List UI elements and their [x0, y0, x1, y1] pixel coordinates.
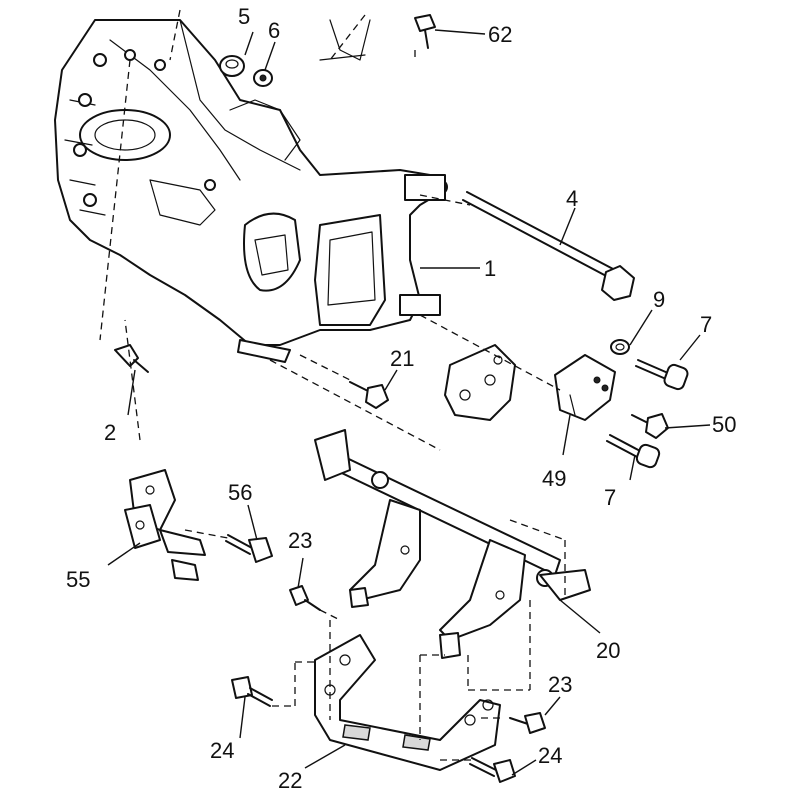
bolt-50 [631, 413, 669, 439]
screw-62 [414, 14, 436, 49]
collar-5 [219, 55, 245, 77]
main-frame [54, 19, 448, 363]
callout-20: 20 [596, 638, 620, 663]
cushion-49 [554, 354, 616, 421]
callout-24-right: 24 [538, 743, 562, 768]
bar-20 [314, 429, 591, 601]
callout-24-left: 24 [210, 738, 234, 763]
stay-22 [314, 634, 501, 771]
leader-lines [107, 29, 711, 776]
callout-7-upper: 7 [700, 312, 712, 337]
bolt-23-left [289, 585, 321, 611]
bolt-2 [114, 344, 149, 373]
callout-4: 4 [566, 186, 578, 211]
callout-23-right: 23 [548, 672, 572, 697]
bolt-7-lower [606, 434, 661, 469]
callout-5: 5 [238, 4, 250, 29]
callout-55: 55 [66, 567, 90, 592]
callout-23-left: 23 [288, 528, 312, 553]
callout-21: 21 [390, 346, 414, 371]
bolt-21 [349, 381, 389, 409]
callout-22: 22 [278, 768, 302, 793]
bolt-56 [225, 534, 273, 563]
bolt-24-right [469, 757, 516, 783]
bracket-left-lower [349, 499, 421, 608]
bolt-4 [462, 191, 635, 301]
callout-7-lower: 7 [604, 485, 616, 510]
callout-2: 2 [104, 420, 116, 445]
bolt-23-right [509, 712, 546, 734]
callout-50: 50 [712, 412, 736, 437]
bolt-24-left [231, 676, 273, 707]
callout-6: 6 [268, 18, 280, 43]
bracket-center [444, 344, 516, 421]
bolt-7-upper [635, 359, 689, 391]
callout-1: 1 [484, 256, 496, 281]
bracket-55 [124, 469, 206, 581]
callout-labels: 5 6 62 4 1 9 7 21 2 50 49 7 56 55 23 20 … [66, 4, 736, 793]
bracket-right-lower [439, 539, 526, 659]
callout-62: 62 [488, 22, 512, 47]
washer-9 [610, 339, 630, 355]
callout-49: 49 [542, 466, 566, 491]
callout-9: 9 [653, 287, 665, 312]
assembly-lines [99, 9, 566, 761]
washer-6 [253, 69, 273, 87]
callout-56: 56 [228, 480, 252, 505]
